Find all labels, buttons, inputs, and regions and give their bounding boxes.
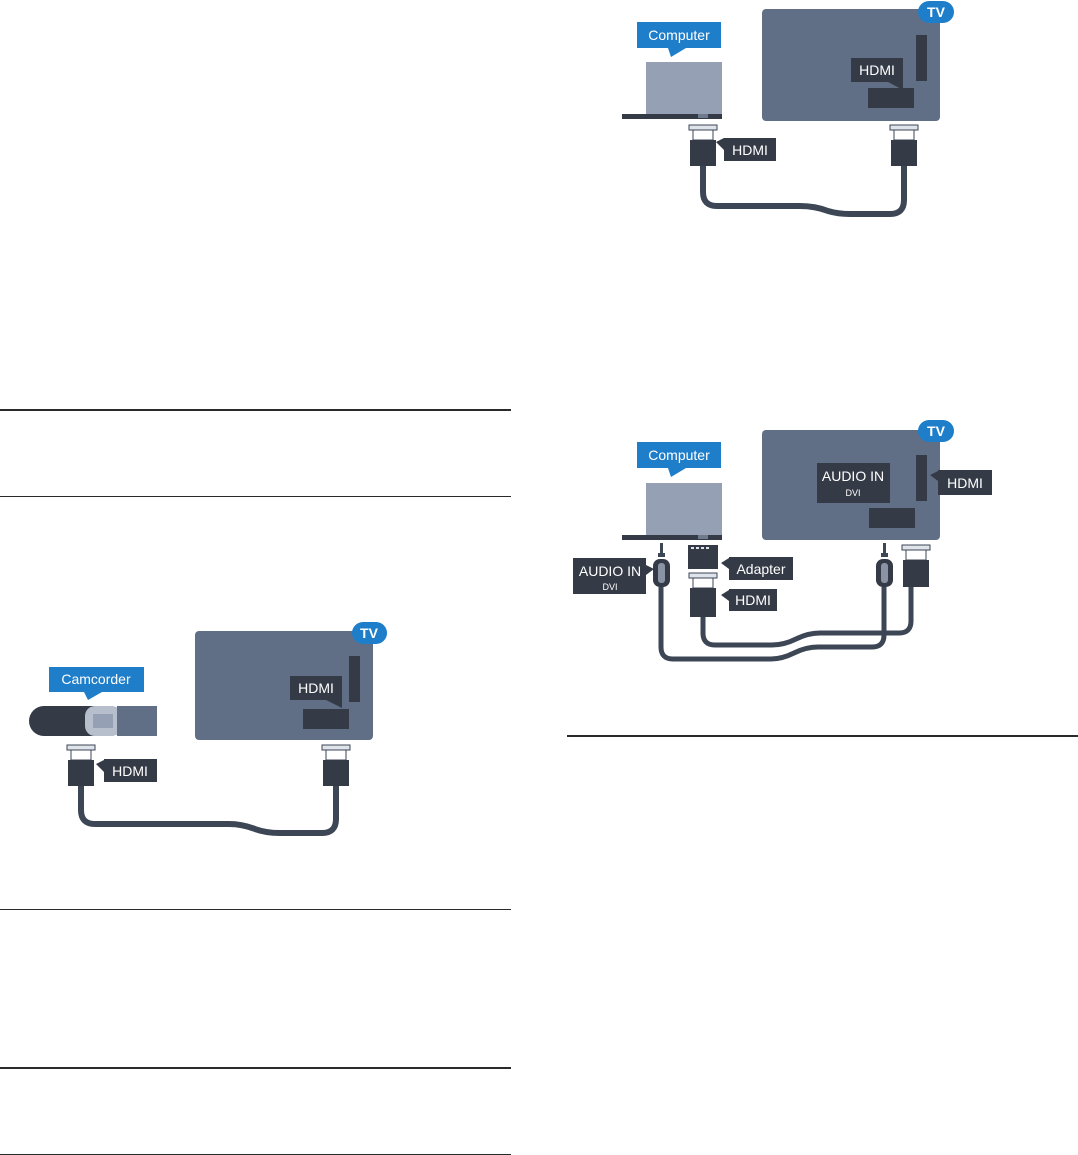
diagram-computer-hdmi: TV HDMI Computer HDMI — [622, 1, 954, 217]
cable-label-text: HDMI — [112, 763, 148, 779]
tv-port-label-text: HDMI — [298, 680, 334, 696]
camcorder-rear — [117, 706, 157, 736]
cable-label-text: HDMI — [735, 592, 771, 608]
hdmi-cable — [78, 786, 339, 836]
cable-label-pointer — [716, 138, 724, 150]
tv-badge-text: TV — [927, 4, 946, 20]
hdmi-plug-neck — [692, 577, 714, 589]
section-rule-4 — [0, 1067, 511, 1069]
tv-side-port — [916, 455, 927, 501]
tv-side-port — [916, 35, 927, 81]
section-rule-3 — [0, 909, 511, 910]
dvi-adapter-body — [688, 553, 718, 569]
hdmi-cable — [700, 166, 907, 217]
hdmi-plug-body — [690, 588, 716, 617]
dvi-adapter-pin — [706, 547, 709, 549]
camcorder-label — [49, 667, 144, 692]
computer-base — [622, 535, 722, 540]
hdmi-plug-icon — [901, 544, 931, 551]
computer-port — [698, 535, 708, 539]
camcorder-label-text: Camcorder — [61, 671, 131, 687]
cable-label-pointer — [721, 590, 729, 601]
computer-label — [637, 22, 721, 48]
adapter-label — [729, 557, 793, 580]
audio-jack-icon — [660, 543, 663, 553]
section-rule-2 — [0, 496, 511, 497]
computer-screen — [646, 483, 722, 535]
hdmi-plug-body — [891, 140, 917, 166]
hdmi-plug-icon — [321, 744, 351, 751]
tv-dvi-port — [869, 508, 915, 528]
computer-label-pointer — [668, 468, 686, 477]
computer-label-text: Computer — [648, 27, 710, 43]
audio-jack-highlight — [658, 563, 665, 583]
hdmi-plug-body — [690, 140, 716, 166]
tv-port-label-pointer — [888, 82, 903, 90]
hdmi-plug-icon — [688, 572, 718, 579]
computer-port — [698, 114, 708, 118]
audio-jack-icon — [883, 543, 886, 553]
tv-badge — [918, 420, 954, 442]
audio-cable-label-text: AUDIO IN — [579, 563, 641, 579]
hdmi-plug-neck — [905, 549, 927, 561]
camcorder-lens — [93, 714, 113, 728]
tv-side-port — [349, 656, 360, 702]
audio-cable-sublabel-text: DVI — [602, 582, 617, 592]
hdmi-plug-icon — [889, 124, 919, 131]
adapter-label-text: Adapter — [736, 561, 785, 577]
tv-badge-text: TV — [360, 625, 379, 641]
adapter-label-pointer — [721, 558, 729, 569]
tv-badge — [918, 1, 954, 23]
dvi-adapter-pin — [696, 547, 699, 549]
tv-hdmi-port — [303, 709, 349, 729]
computer-screen — [646, 62, 722, 114]
tv-hdmi-label-text: HDMI — [947, 475, 983, 491]
tv-port-label — [851, 58, 903, 82]
tv-port-label-pointer — [326, 700, 342, 708]
cable-label-text: HDMI — [732, 142, 768, 158]
computer-label — [637, 442, 721, 468]
tv-hdmi-label — [938, 470, 992, 495]
dvi-adapter-pin — [701, 547, 704, 549]
hdmi-plug-neck — [70, 749, 92, 761]
diagram-computer-dvi: TV AUDIO IN DVI HDMI Computer AUDIO IN D… — [573, 420, 992, 662]
section-rule-1 — [0, 409, 511, 411]
tv-badge — [352, 622, 387, 644]
hdmi-plug-body — [323, 760, 349, 786]
audio-cable-label-pointer — [646, 565, 654, 575]
camcorder-label-pointer — [84, 692, 102, 700]
tv-port-label-text: HDMI — [859, 62, 895, 78]
cable-label — [729, 589, 777, 611]
audio-cable-label — [573, 558, 646, 594]
audio-jack-highlight — [881, 563, 888, 583]
hdmi-plug-neck — [692, 129, 714, 141]
tv-hdmi-port — [868, 88, 914, 108]
hdmi-cable — [700, 587, 914, 648]
cable-label-pointer — [96, 760, 104, 772]
tv-audio-label — [817, 463, 890, 503]
cable-label — [104, 759, 157, 782]
tv-port-label — [290, 676, 342, 700]
dvi-adapter-pin — [691, 547, 694, 549]
audio-cable — [658, 587, 887, 662]
computer-base — [622, 114, 722, 119]
hdmi-plug-neck — [325, 749, 347, 761]
tv-audio-sublabel-text: DVI — [845, 488, 860, 498]
tv-hdmi-label-pointer — [930, 471, 938, 481]
computer-label-pointer — [668, 48, 686, 57]
tv-audio-label-text: AUDIO IN — [822, 468, 884, 484]
hdmi-plug-body — [903, 560, 929, 587]
section-rule-6 — [567, 735, 1078, 737]
computer-label-text: Computer — [648, 447, 710, 463]
hdmi-plug-icon — [688, 124, 718, 131]
hdmi-plug-body — [68, 760, 94, 786]
audio-jack-ring — [658, 553, 665, 557]
tv-badge-text: TV — [927, 423, 946, 439]
diagram-camcorder-hdmi: TV HDMI Camcorder HDMI — [29, 622, 387, 836]
hdmi-plug-icon — [66, 744, 96, 751]
hdmi-plug-neck — [893, 129, 915, 141]
audio-jack-ring — [881, 553, 888, 557]
cable-label — [724, 138, 776, 161]
